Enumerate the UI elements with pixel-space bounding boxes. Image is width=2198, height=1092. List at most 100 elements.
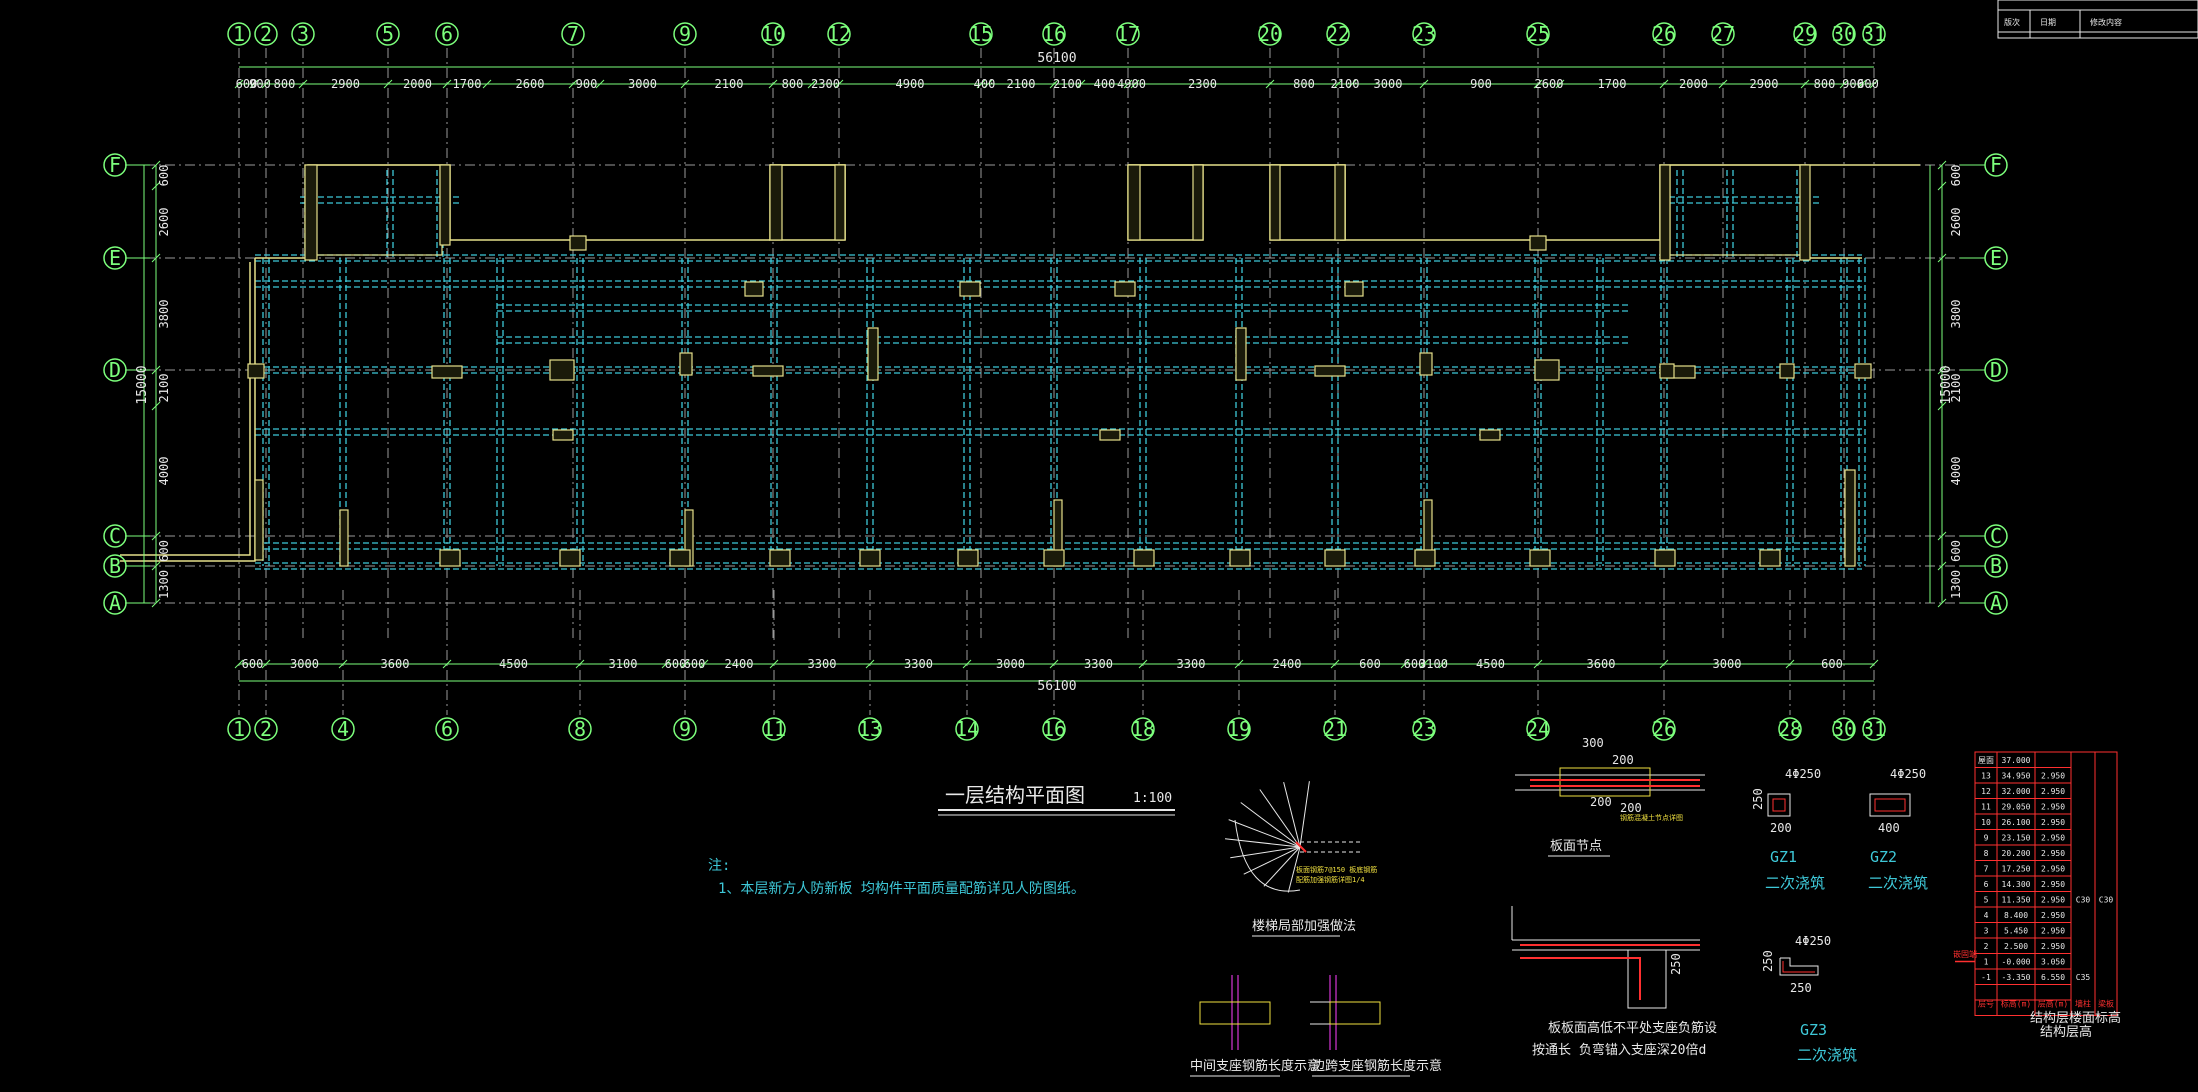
dim-value-top: 600 xyxy=(1857,77,1879,91)
dim-value-vertical: 2100 xyxy=(1949,374,1963,403)
wall-layer xyxy=(120,164,1920,567)
gz1-sub: 二次浇筑 xyxy=(1765,874,1825,892)
axis-label-top: 25 xyxy=(1526,22,1550,46)
axis-label-top: 29 xyxy=(1793,22,1817,46)
table-cell: 2.500 xyxy=(2004,942,2028,951)
gz3-label: GZ3 xyxy=(1800,1021,1827,1039)
total-length-bottom: 56100 xyxy=(1037,679,1076,694)
dim-tick-top xyxy=(680,79,690,89)
dim-tick-bottom xyxy=(234,659,244,669)
dim-value-vertical: 1300 xyxy=(1949,570,1963,599)
table-cell: 8.400 xyxy=(2004,911,2028,920)
wall-outline xyxy=(120,258,256,562)
wall-outline xyxy=(120,262,251,556)
dim-value-top: 900 xyxy=(249,77,271,91)
stair-tread xyxy=(1259,789,1301,848)
wall-segment xyxy=(1229,549,1251,567)
dim-tick-bottom xyxy=(1659,659,1669,669)
dim-value-top: 800 xyxy=(274,77,296,91)
dim-tick-top xyxy=(298,79,308,89)
dim-tick-top xyxy=(595,79,605,89)
table-cell: 3.050 xyxy=(2041,958,2065,967)
dim-tick-top xyxy=(976,79,986,89)
wall-segment xyxy=(549,359,575,381)
axis-label-top: 16 xyxy=(1042,22,1066,46)
stair-tread xyxy=(1283,781,1301,848)
axis-bubble-top xyxy=(1711,22,1735,46)
axis-bubble-bottom xyxy=(227,717,251,741)
dim-value-top: 800 xyxy=(1814,77,1836,91)
dim-value-top: 2000 xyxy=(403,77,432,91)
stair-tread xyxy=(1287,846,1301,893)
axis-label-top: 5 xyxy=(382,22,394,46)
wall-segment xyxy=(1854,363,1872,379)
wall-outline xyxy=(1669,164,1808,256)
axis-bubble-bottom xyxy=(1832,717,1856,741)
dim-tick-top xyxy=(1718,79,1728,89)
dim-value-bottom: 3600 xyxy=(381,657,410,671)
dim-value-top: 1700 xyxy=(1598,77,1627,91)
dim-value-bottom: 600 xyxy=(1404,657,1426,671)
wall-segment xyxy=(559,549,581,567)
dim-tick-vertical xyxy=(1937,181,1947,191)
dim-tick-top xyxy=(1419,79,1429,89)
dim-value-top: 900 xyxy=(576,77,598,91)
table-cell: 17.250 xyxy=(2002,865,2031,874)
title-block: 版次 日期 修改内容 xyxy=(1997,0,2198,39)
table-cell: 6.550 xyxy=(2041,973,2065,982)
dim-tick-vertical xyxy=(151,531,161,541)
dim-value-top: 3000 xyxy=(628,77,657,91)
dim-tick-vertical xyxy=(151,598,161,608)
dim-tick-vertical xyxy=(1937,365,1947,375)
dim-tick-top xyxy=(807,79,817,89)
table-cell: 2.950 xyxy=(2041,880,2065,889)
dim-value-top: 900 xyxy=(1842,77,1864,91)
table-cell: 5.450 xyxy=(2004,927,2028,936)
dim-tick-top xyxy=(1265,79,1275,89)
gz1-section: 4Φ250 250 200 GZ1 二次浇筑 xyxy=(1751,767,1825,892)
gz3-dim-side: 250 xyxy=(1761,950,1775,972)
dim-tick-bottom xyxy=(865,659,875,669)
table-cell: 5 xyxy=(1984,896,1989,905)
axis-bubble-bottom xyxy=(435,717,459,741)
table-border xyxy=(1974,751,2118,1016)
wall-segment xyxy=(769,164,783,241)
wall-segment xyxy=(1659,164,1671,261)
gz2-dim-bot: 400 xyxy=(1878,821,1900,835)
dim-tick-top xyxy=(1123,79,1133,89)
wall-segment xyxy=(552,429,574,441)
axis-bubble-top xyxy=(561,22,585,46)
wall-segment xyxy=(1334,164,1346,241)
axis-label-top: 20 xyxy=(1258,22,1282,46)
drawing-title-block: 一层结构平面图 1:100 xyxy=(938,783,1175,816)
dim-tick-top xyxy=(234,79,244,89)
axis-bubble-top xyxy=(1832,22,1856,46)
table-cell: 3 xyxy=(1984,927,1989,936)
stair-detail: 板面钢筋7@150 板底钢筋 配筋加强钢筋详图1/4 楼梯局部加强做法 xyxy=(1224,781,1377,937)
dim-tick-bottom xyxy=(442,659,452,669)
table-cell: C35 xyxy=(2076,973,2091,982)
axis-bubble-top xyxy=(1258,22,1282,46)
wall-segment xyxy=(247,363,265,379)
dim-value-bottom: 4500 xyxy=(499,657,528,671)
axis-label-bottom: 11 xyxy=(762,717,786,741)
dim-tick-top xyxy=(1857,79,1867,89)
wall-segment xyxy=(744,281,764,297)
wall-segment xyxy=(867,327,879,381)
gz3-dim-bot: 250 xyxy=(1790,981,1812,995)
axis-label-top: 12 xyxy=(827,22,851,46)
dim-value-bottom: 3100 xyxy=(1419,657,1448,671)
dim-tick-bottom xyxy=(1533,659,1543,669)
gz1-label: GZ1 xyxy=(1770,848,1797,866)
wall-outline xyxy=(255,164,770,259)
axis-label-right: A xyxy=(1990,591,2002,615)
dim-tick-vertical xyxy=(1937,160,1947,170)
dim-value-vertical: 4000 xyxy=(1949,457,1963,486)
wall-segment xyxy=(1414,549,1436,567)
drawing-scale: 1:100 xyxy=(1133,791,1172,806)
dim-tick-vertical xyxy=(151,181,161,191)
table-cell: 37.000 xyxy=(2002,756,2031,765)
grid-lines xyxy=(125,48,1985,715)
wall-segment xyxy=(1534,359,1560,381)
